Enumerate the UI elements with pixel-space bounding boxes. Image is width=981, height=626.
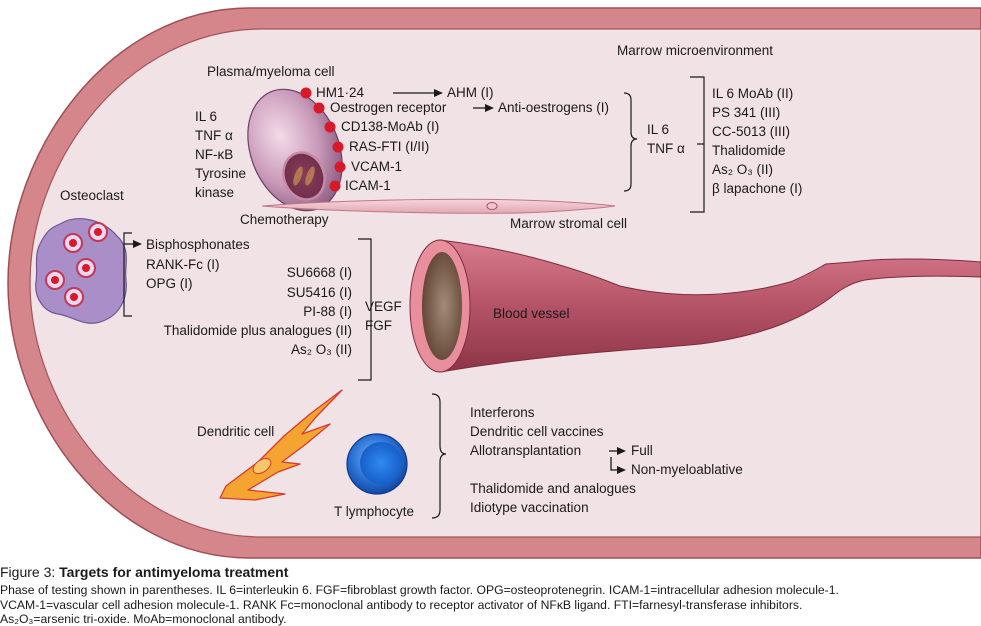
marrow-stromal-cell (261, 198, 616, 214)
target-dot (332, 141, 344, 153)
angiogenesis-bracket (358, 238, 372, 381)
plasma-targets-brace (623, 92, 638, 192)
plasma-target-label: VCAM-1 (351, 159, 403, 174)
angio-therapy: As₂ O₃ (II) (291, 342, 352, 357)
osteoclast-therapy: OPG (I) (146, 276, 193, 291)
immune-brace (431, 393, 447, 519)
immune-therapy-sub: Non-myeloablative (631, 462, 743, 477)
nucleus-spot (305, 166, 315, 186)
arrow-icon (617, 466, 626, 474)
plasma-target-arrow-to: AHM (I) (447, 85, 494, 100)
osteoclast-bracket (123, 232, 132, 317)
label-blood-vessel: Blood vessel (493, 306, 570, 321)
plasma-factor: NF-κB (195, 147, 234, 162)
right-therapy: PS 341 (III) (712, 105, 781, 120)
immune-therapy: Dendritic cell vaccines (470, 424, 604, 439)
arrow-icon (133, 240, 142, 248)
arrow-icon (617, 447, 626, 455)
target-dot (313, 102, 325, 114)
immune-therapy: Thalidomide and analogues (470, 481, 636, 496)
plasma-factor: TNF α (195, 128, 233, 143)
dendritic-nucleus (252, 457, 272, 475)
caption-figure-number: Figure 3: (0, 564, 60, 580)
angio-factor: FGF (365, 318, 392, 333)
right-therapy: CC-5013 (III) (712, 124, 791, 139)
label-plasma-cell: Plasma/myeloma cell (207, 64, 335, 79)
label-marrow-stromal-cell: Marrow stromal cell (510, 216, 628, 231)
caption-line: Phase of testing shown in parentheses. I… (0, 583, 839, 597)
immune-therapy: Interferons (470, 405, 535, 420)
plasma-target-label: CD138-MoAb (I) (341, 119, 440, 134)
target-dot (334, 161, 346, 173)
plasma-target-label: ICAM-1 (345, 178, 391, 193)
cytokine-label: TNF α (647, 141, 685, 156)
plasma-factor: Tyrosine (195, 166, 247, 181)
cytokine-label: IL 6 (647, 122, 670, 137)
right-therapies-brace (690, 76, 705, 213)
nucleus-spot (293, 166, 303, 186)
dendritic-cell (219, 389, 343, 501)
immune-therapy: Allotransplantation (470, 443, 582, 458)
label-chemotherapy: Chemotherapy (240, 212, 329, 227)
angio-therapy: SU6668 (I) (286, 265, 352, 280)
t-lymphocyte-nucleus (360, 442, 402, 484)
plasma-target-label: RAS-FTI (I/II) (349, 139, 430, 154)
diagram-canvas (7, 7, 981, 559)
right-therapy: IL 6 MoAb (II) (712, 86, 794, 101)
angio-factor: VEGF (365, 299, 402, 314)
immune-therapy: Idiotype vaccination (470, 500, 589, 515)
blood-vessel (439, 239, 981, 373)
plasma-target-label: Oestrogen receptor (330, 100, 447, 115)
plasma-factor: kinase (195, 185, 235, 200)
right-therapy: As₂ O₃ (II) (712, 162, 773, 177)
label-dendritic-cell: Dendritic cell (197, 424, 275, 439)
right-therapy: β lapachone (I) (712, 181, 803, 196)
target-dot (300, 87, 312, 99)
stromal-nucleus (486, 202, 498, 210)
immune-therapy-sub: Full (631, 443, 653, 458)
plasma-target-arrow-to: Anti-oestrogens (I) (498, 100, 610, 115)
angio-therapy: Thalidomide plus analogues (II) (163, 323, 352, 338)
right-therapy: Thalidomide (712, 143, 786, 158)
label-osteoclast: Osteoclast (60, 188, 124, 203)
plasma-target-label: HM1·24 (316, 85, 365, 100)
angio-therapy: SU5416 (I) (286, 285, 352, 300)
target-dot (324, 121, 336, 133)
arrow-icon (434, 89, 443, 97)
caption-title-line: Figure 3: Targets for antimyeloma treatm… (0, 564, 288, 580)
caption-line: As₂O₃=arsenic tri-oxide. MoAb=monoclonal… (0, 612, 287, 626)
osteoclast-therapy: Bisphosphonates (146, 237, 250, 252)
plasma-nucleus (282, 151, 326, 201)
plasma-factor: IL 6 (195, 109, 218, 124)
osteoclast-nuclei (45, 222, 108, 307)
target-dot (329, 180, 341, 192)
arrow-icon (485, 104, 494, 112)
label-marrow-microenvironment: Marrow microenvironment (617, 43, 774, 58)
vessel-lumen (422, 252, 462, 360)
angio-therapy: PI-88 (I) (303, 304, 352, 319)
figure-caption: Figure 3: Targets for antimyeloma treatm… (0, 560, 981, 626)
label-t-lymphocyte: T lymphocyte (334, 504, 415, 519)
osteoclast-therapy: RANK-Fc (I) (146, 257, 220, 272)
caption-title: Targets for antimyeloma treatment (59, 564, 289, 580)
antimyeloma-targets-diagram: Marrow microenvironment Plasma/myeloma c… (7, 7, 981, 559)
caption-line: VCAM-1=vascular cell adhesion molecule-1… (0, 598, 803, 612)
